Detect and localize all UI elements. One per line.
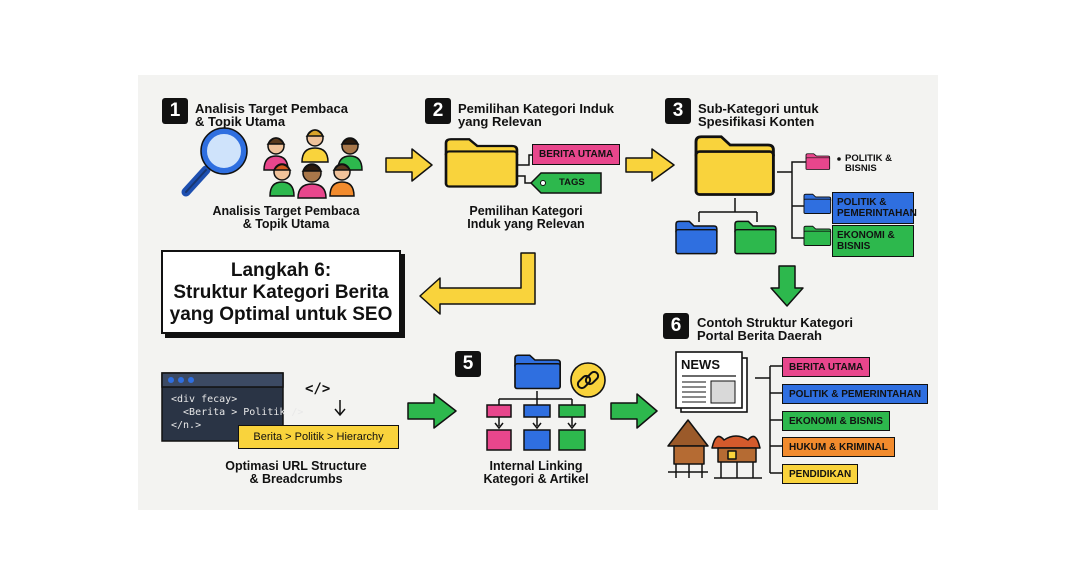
step-1-badge: 1 (162, 98, 188, 124)
url-caption-line-1: Optimasi URL Structure (225, 459, 367, 473)
step-2-title-line-2: yang Relevan (458, 114, 542, 129)
category-pendidikan: PENDIDIKAN (782, 464, 859, 484)
sub-category-c-line-2: BISNIS (837, 241, 871, 252)
sub-category-c-line-1: EKONOMI & (837, 230, 895, 241)
step-2-title: Pemilihan Kategori Induk yang Relevan (458, 102, 614, 128)
arrow-icon (385, 148, 804, 429)
langkah-title-line-3: yang Optimal untuk SEO (169, 304, 393, 325)
step-2-caption-line-2: Induk yang Relevan (467, 217, 585, 231)
sub-category-a-line-1: POLITIK & (845, 153, 892, 164)
magnifier-icon (181, 127, 248, 197)
step-1-title: Analisis Target Pembaca & Topik Utama (195, 102, 348, 128)
step-3-title: Sub-Kategori untuk Spesifikasi Konten (698, 102, 819, 128)
step-1-caption: Analisis Target Pembaca & Topik Utama (186, 205, 386, 231)
url-caption-line-2: & Breadcrumbs (249, 472, 343, 486)
step-5-caption: Internal Linking Kategori & Artikel (436, 460, 636, 486)
house-icon (667, 419, 762, 479)
sub-category-b-line-1: POLITIK & (837, 197, 887, 208)
step-3-title-line-1: Sub-Kategori untuk (698, 101, 819, 116)
code-line-1: <div fecay> (171, 394, 238, 405)
step-5-caption-line-1: Internal Linking (489, 459, 583, 473)
step-1-title-line-2: & Topik Utama (195, 114, 286, 129)
code-tag-symbol: </> (305, 381, 331, 397)
sub-category-a-line-2: BISNIS (845, 163, 877, 174)
tag-berita-utama: BERITA UTAMA (532, 144, 621, 165)
category-ekonomi-bisnis: EKONOMI & BISNIS (782, 411, 890, 431)
link-icon (570, 362, 606, 398)
folder-icon (694, 135, 775, 196)
breadcrumb: Berita > Politik > Hierarchy (238, 425, 399, 449)
step-3-title-line-2: Spesifikasi Konten (698, 114, 815, 129)
category-hukum-kriminal: HUKUM & KRIMINAL (782, 437, 895, 457)
step-6-title: Contoh Struktur Kategori Portal Berita D… (697, 316, 853, 342)
step-5-caption-line-2: Kategori & Artikel (483, 472, 589, 486)
step-6-title-line-2: Portal Berita Daerah (697, 328, 822, 343)
step-2-caption-line-1: Pemilihan Kategori (469, 204, 583, 218)
step-6-title-line-1: Contoh Struktur Kategori (697, 315, 853, 330)
sub-category-politik-bisnis: POLITIK & BISNIS (845, 154, 892, 174)
code-line-3: </n.> (171, 420, 202, 431)
sub-category-politik-pemerintahan: POLITIK & PEMERINTAHAN (832, 192, 917, 224)
code-line-2: <Berita > Politik /> (171, 407, 304, 418)
step-5-badge: 5 (455, 351, 481, 377)
sub-category-ekonomi-bisnis: EKONOMI & BISNIS (832, 225, 914, 257)
step-1-title-line-1: Analisis Target Pembaca (195, 101, 348, 116)
langkah-title-box: Langkah 6: Struktur Kategori Berita yang… (161, 250, 401, 334)
step-2-title-line-1: Pemilihan Kategori Induk (458, 101, 615, 116)
folder-icon (444, 137, 519, 188)
people-icon (263, 129, 363, 199)
newspaper-icon (675, 351, 748, 413)
step-6-badge: 6 (663, 313, 689, 339)
step-2-caption: Pemilihan Kategori Induk yang Relevan (426, 205, 626, 231)
sub-category-b-line-2: PEMERINTAHAN (837, 208, 917, 219)
step-2-badge: 2 (425, 98, 451, 124)
langkah-title-line-1: Langkah 6: (230, 260, 332, 281)
category-politik-pemerintahan: POLITIK & PEMERINTAHAN (782, 384, 929, 404)
step-1-caption-line-1: Analisis Target Pembaca (212, 204, 360, 218)
newspaper-label: NEWS (681, 357, 720, 372)
category-berita-utama: BERITA UTAMA (782, 357, 871, 377)
langkah-title-line-2: Struktur Kategori Berita (173, 282, 389, 303)
step-3-badge: 3 (665, 98, 691, 124)
url-caption: Optimasi URL Structure & Breadcrumbs (196, 460, 396, 486)
step-1-caption-line-2: & Topik Utama (242, 217, 330, 231)
folder-icon (514, 354, 561, 390)
tag-tags: TAGS (559, 177, 585, 188)
